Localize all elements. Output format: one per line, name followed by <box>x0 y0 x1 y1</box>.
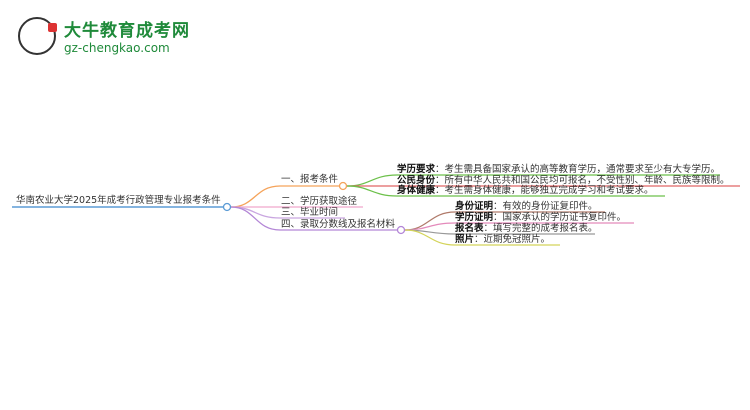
root-node <box>222 202 232 212</box>
leaf-1-1[interactable]: 学历要求：考生需具备国家承认的高等教育学历，通常要求至少有大专学历。 <box>397 164 721 175</box>
logo-mark <box>18 16 57 55</box>
leaf-4-1[interactable]: 身份证明：有效的身份证复印件。 <box>455 201 598 212</box>
logo-name: 大牛教育成考网 <box>64 21 190 41</box>
leaf-4-3[interactable]: 报名表：填写完整的成考报名表。 <box>455 223 598 234</box>
branch-3[interactable]: 三、毕业时间 <box>281 207 339 218</box>
b1-node <box>338 181 348 191</box>
branch-2[interactable]: 二、学历获取途径 <box>281 196 358 207</box>
branch-1[interactable]: 一、报考条件 <box>281 174 339 185</box>
logo-url: gz-chengkao.com <box>64 41 170 55</box>
edge-b4 <box>230 206 397 231</box>
leaf-4-4[interactable]: 照片：近期免冠照片。 <box>455 234 551 245</box>
leaf-1-3[interactable]: 身体健康：考生需身体健康，能够独立完成学习和考试要求。 <box>397 185 654 196</box>
leaf-4-2[interactable]: 学历证明：国家承认的学历证书复印件。 <box>455 212 627 223</box>
leaf-1-2[interactable]: 公民身份：所有中华人民共和国公民均可报名，不受性别、年龄、民族等限制。 <box>397 175 730 186</box>
b4-node <box>396 225 406 235</box>
logo: 大牛教育成考网 gz-chengkao.com <box>18 16 190 55</box>
edge-b1 <box>230 185 340 208</box>
root-topic[interactable]: 华南农业大学2025年成考行政管理专业报考条件 <box>16 195 221 206</box>
branch-4[interactable]: 四、录取分数线及报名材料 <box>281 219 396 230</box>
